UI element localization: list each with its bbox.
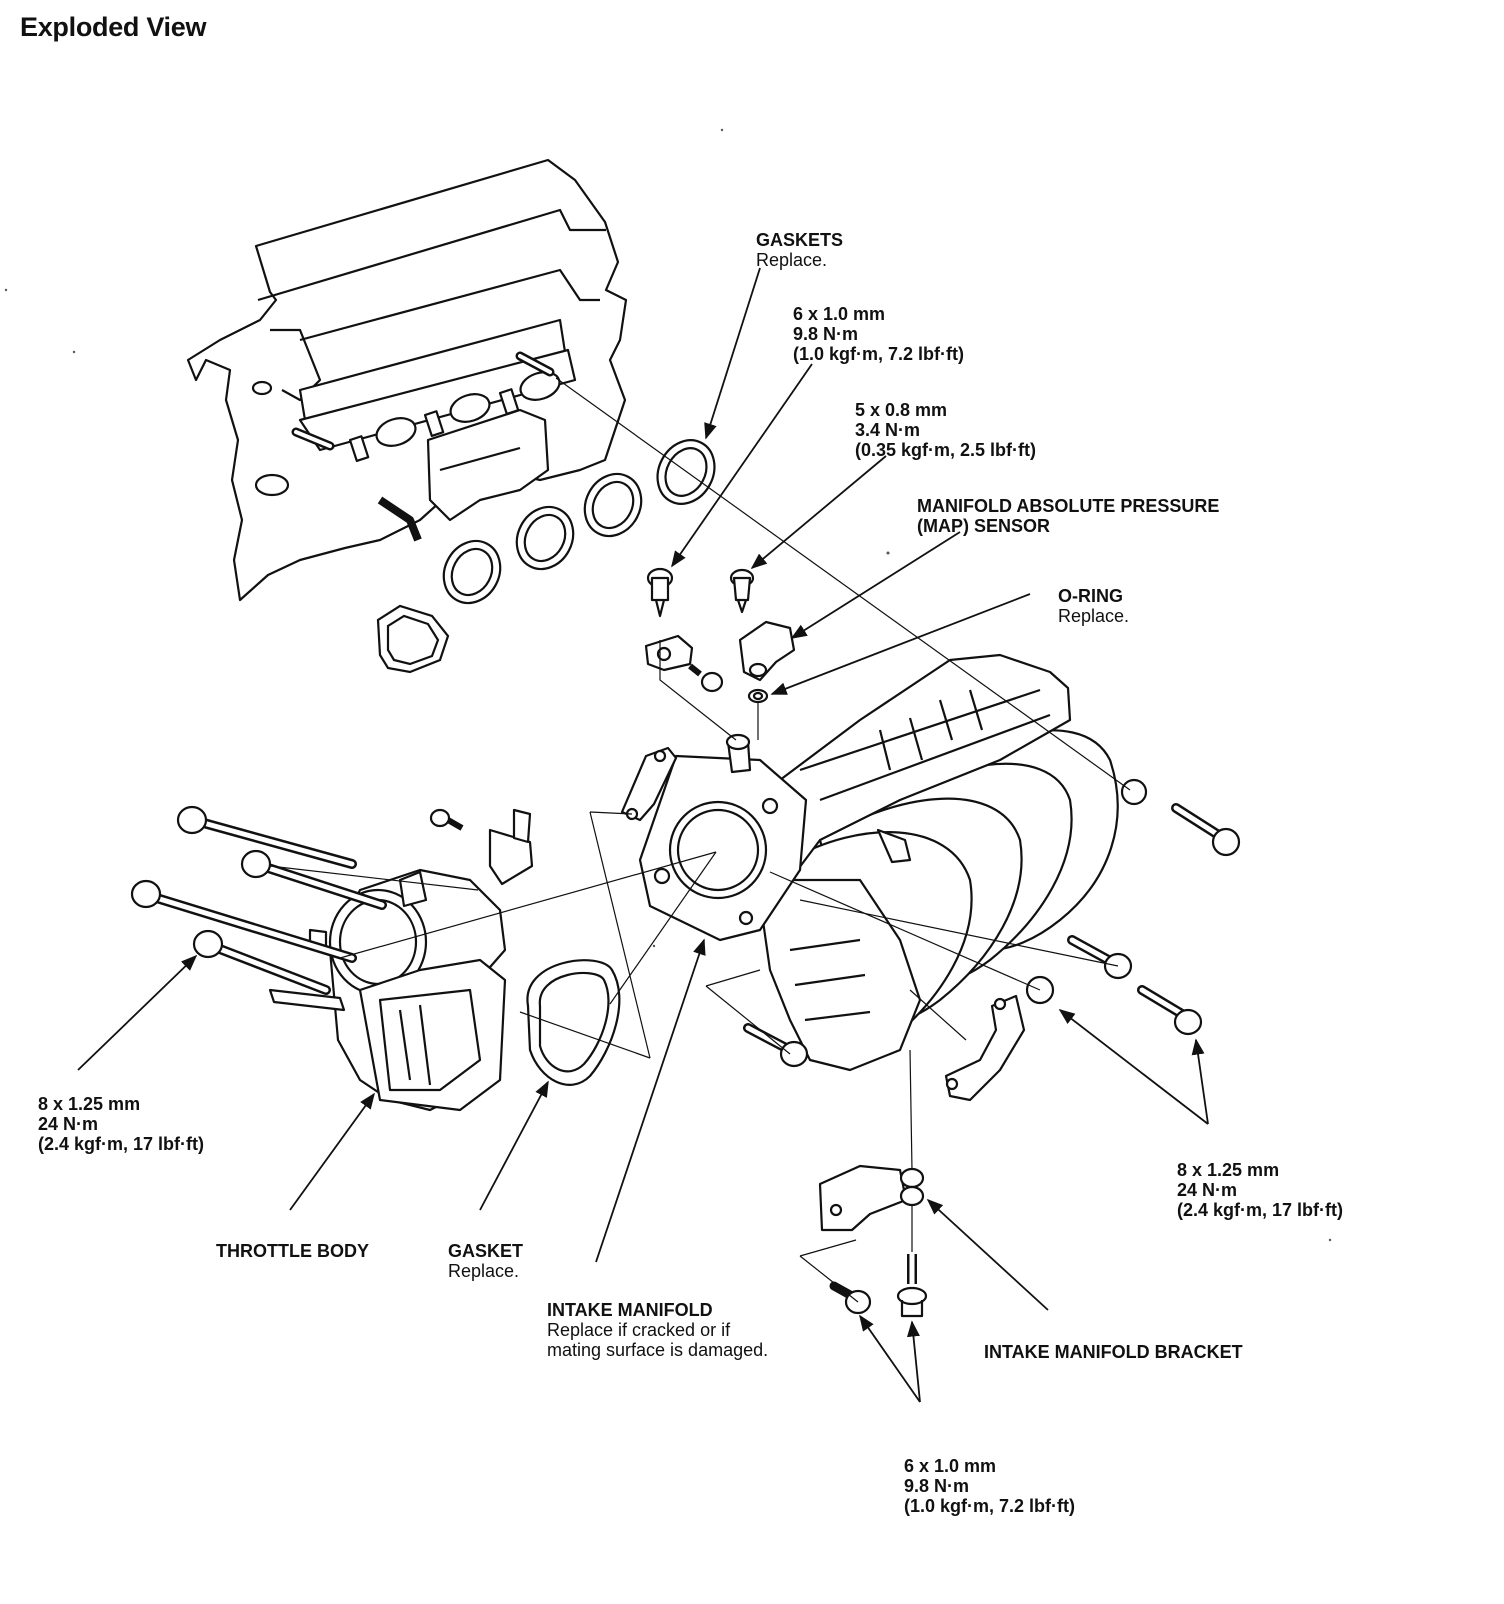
callout-throttle-body: THROTTLE BODY (216, 1241, 369, 1261)
bolt-torque: 24 N·m (38, 1114, 99, 1134)
bolt-torque: 9.8 N·m (793, 324, 859, 344)
throttle-body-name: THROTTLE BODY (216, 1241, 369, 1261)
callout-bolt-6x1-top: 6 x 1.0 mm 9.8 N·m (1.0 kgf·m, 7.2 lbf·f… (793, 304, 964, 364)
scan-specks (4, 128, 1332, 1242)
bolt-torque-alt: (1.0 kgf·m, 7.2 lbf·ft) (793, 344, 965, 364)
callout-bolt-6x1-bottom: 6 x 1.0 mm 9.8 N·m (1.0 kgf·m, 7.2 lbf·f… (904, 1456, 1075, 1516)
fasteners (130, 567, 1241, 1318)
bolt-torque-alt: (0.35 kgf·m, 2.5 lbf·ft) (855, 440, 1037, 460)
o-ring-note: Replace. (1058, 606, 1130, 626)
gasket-name: GASKET (448, 1241, 524, 1261)
intake-manifold-note1: Replace if cracked or if (547, 1320, 731, 1340)
throttle-body (268, 868, 507, 1112)
map-sensor-line1: MANIFOLD ABSOLUTE PRESSURE (917, 496, 1220, 516)
bolt-torque-alt: (2.4 kgf·m, 17 lbf·ft) (1177, 1200, 1344, 1220)
callout-bolt-8x125-right: 8 x 1.25 mm 24 N·m (2.4 kgf·m, 17 lbf·ft… (1177, 1160, 1343, 1220)
callout-gaskets-note: Replace. (756, 250, 828, 270)
bolt-size: 8 x 1.25 mm (38, 1094, 141, 1114)
o-ring-name: O-RING (1058, 586, 1123, 606)
map-sensor-line2: (MAP) SENSOR (917, 516, 1051, 536)
callout-bolt-5x08: 5 x 0.8 mm 3.4 N·m (0.35 kgf·m, 2.5 lbf·… (855, 400, 1036, 460)
bolt-size: 5 x 0.8 mm (855, 400, 948, 420)
intake-manifold-name: INTAKE MANIFOLD (547, 1300, 713, 1320)
page-title: Exploded View (20, 12, 207, 42)
manifold-bracket-name: INTAKE MANIFOLD BRACKET (984, 1342, 1243, 1362)
throttle-gasket (526, 959, 621, 1086)
callout-gaskets: GASKETS Replace. (756, 230, 843, 270)
bolt-torque-alt: (1.0 kgf·m, 7.2 lbf·ft) (904, 1496, 1076, 1516)
callout-intake-manifold: INTAKE MANIFOLD Replace if cracked or if… (547, 1300, 768, 1360)
bolt-size: 6 x 1.0 mm (904, 1456, 997, 1476)
port-gaskets (376, 439, 716, 674)
gasket-note: Replace. (448, 1261, 520, 1281)
alignment-lines (269, 377, 1131, 1303)
bolt-torque: 24 N·m (1177, 1180, 1238, 1200)
callout-bolt-8x125-left: 8 x 1.25 mm 24 N·m (2.4 kgf·m, 17 lbf·ft… (38, 1094, 204, 1154)
bolt-size: 8 x 1.25 mm (1177, 1160, 1280, 1180)
callout-o-ring: O-RING Replace. (1058, 586, 1129, 626)
bolt-torque-alt: (2.4 kgf·m, 17 lbf·ft) (38, 1134, 205, 1154)
callout-gaskets-name: GASKETS (756, 230, 844, 250)
callout-map-sensor: MANIFOLD ABSOLUTE PRESSURE (MAP) SENSOR (917, 496, 1219, 536)
intake-manifold (638, 653, 1119, 1072)
bolt-torque: 9.8 N·m (904, 1476, 970, 1496)
callout-gasket: GASKET Replace. (448, 1241, 523, 1281)
intake-manifold-note2: mating surface is damaged. (547, 1340, 769, 1360)
bolt-torque: 3.4 N·m (855, 420, 921, 440)
leader-arrows (77, 267, 1209, 1403)
bolt-size: 6 x 1.0 mm (793, 304, 886, 324)
callout-manifold-bracket: INTAKE MANIFOLD BRACKET (984, 1342, 1243, 1362)
cylinder-head (186, 158, 628, 602)
